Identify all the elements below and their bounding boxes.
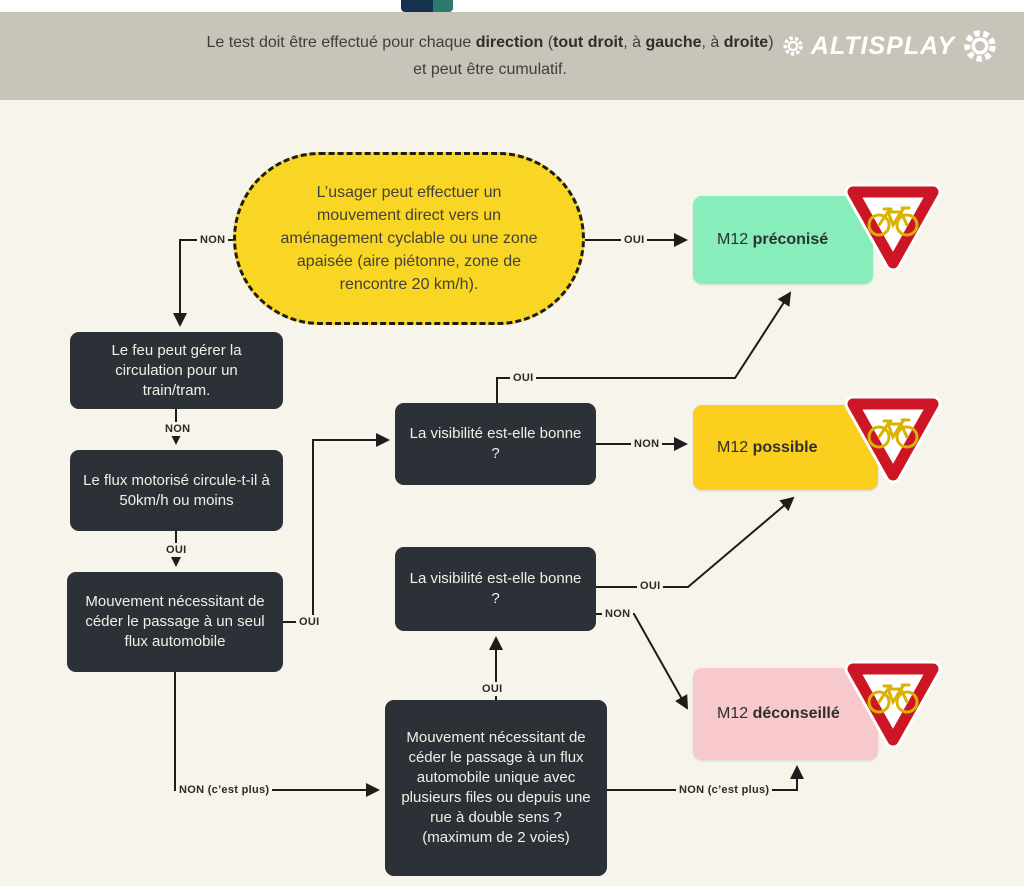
header-text: Le test doit être effectué pour chaque d… [120,29,860,83]
node-text: Mouvement nécessitant de céder le passag… [85,593,265,650]
result-m12-preconise: M12 préconisé [693,196,873,284]
header-line1: Le test doit être effectué pour chaque d… [206,34,774,51]
node-ceder-flux-multiple: Mouvement nécessitant de céder le passag… [385,700,607,876]
edge-label-multi-oui: OUI [479,682,506,696]
node-visibilite-2: La visibilité est-elle bonne ? [395,547,596,631]
result-m12-possible: M12 possible [693,405,878,490]
node-text: Le feu peut gérer la circulation pour un… [111,341,242,399]
gear-icon [964,30,996,62]
node-train-tram: Le feu peut gérer la circulation pour un… [70,332,283,409]
yield-sign-icon [843,180,943,278]
result-label: M12 possible [717,438,818,456]
start-node-text: L’usager peut effectuer un mouvement dir… [280,184,538,293]
altisplay-logo: ALTISPLAY [782,28,998,64]
bicycle-icon [867,206,919,237]
edge-label-vis2-non: NON [602,607,634,621]
edge-label-multi-non-plus: NON (c’est plus) [676,783,773,797]
edge-label-start-non: NON [197,233,229,247]
node-text: La visibilité est-elle bonne ? [409,570,582,607]
edge-label-train-non: NON [162,422,194,436]
edge-label-flux-oui: OUI [163,543,190,557]
node-visibilite-1: La visibilité est-elle bonne ? [395,403,596,485]
edge-label-start-oui: OUI [621,233,648,247]
bicycle-icon [867,418,919,449]
yield-sign-icon [843,392,943,490]
node-text: La visibilité est-elle bonne ? [409,425,582,462]
start-node: L’usager peut effectuer un mouvement dir… [233,152,585,325]
result-label: M12 préconisé [717,231,829,248]
node-flux-50kmh: Le flux motorisé circule-t-il à 50km/h o… [70,450,283,531]
result-m12-deconseille: M12 déconseillé [693,668,878,760]
gear-icon [783,36,803,56]
edge-label-vis1-oui: OUI [510,371,537,385]
node-ceder-seul-flux: Mouvement nécessitant de céder le passag… [67,572,283,672]
header-band [0,12,1024,100]
yield-sign-icon [843,657,943,755]
edge-label-vis2-oui: OUI [637,579,664,593]
result-label: M12 déconseillé [717,705,840,722]
header-line2: et peut être cumulatif. [413,61,567,78]
top-notch-decoration [401,0,453,12]
edge-label-vis1-non: NON [631,437,663,451]
bicycle-icon [867,683,919,714]
edge-label-ceder-oui: OUI [296,615,323,629]
logo-text: ALTISPLAY [810,31,955,60]
node-text: Mouvement nécessitant de céder le passag… [401,729,591,846]
node-text: Le flux motorisé circule-t-il à 50km/h o… [83,471,270,509]
edge-label-ceder-non-plus: NON (c’est plus) [176,783,273,797]
